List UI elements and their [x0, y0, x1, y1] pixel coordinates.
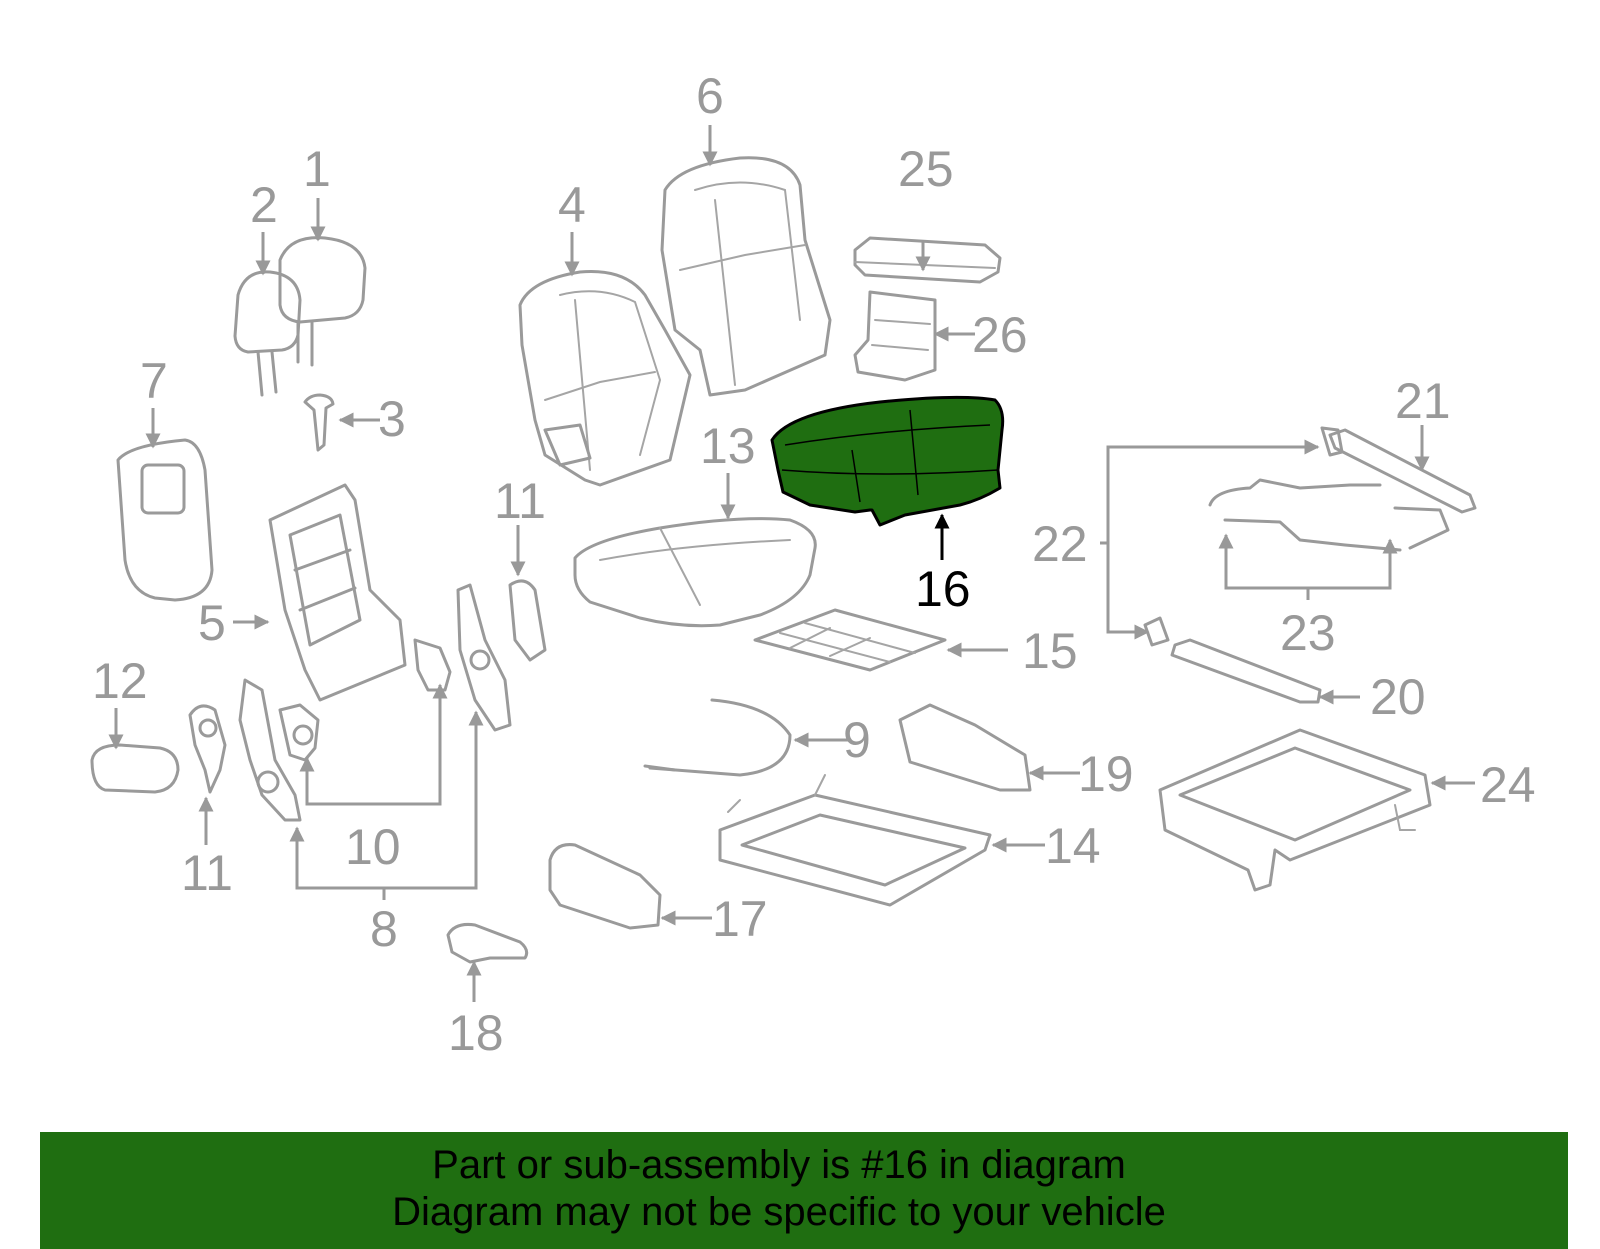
part-4-seatback: [518, 269, 692, 487]
part-8-recliner-right: [456, 583, 512, 732]
part-11-recliner-right: [508, 579, 547, 662]
part-5-frame: [268, 483, 407, 702]
callout-12: 12: [92, 653, 148, 709]
callout-23: 23: [1280, 605, 1336, 661]
callout-7: 7: [140, 353, 168, 409]
part-18-handle: [446, 923, 529, 964]
callout-21: 21: [1395, 373, 1451, 429]
callout-25: 25: [898, 141, 954, 197]
callout-20: 20: [1370, 669, 1426, 725]
part-12-cover: [90, 743, 180, 794]
part-13-cushion: [573, 517, 817, 628]
part-11-recliner-left: [188, 704, 227, 794]
callout-13: 13: [700, 418, 756, 474]
part-21-track: [1320, 426, 1477, 514]
part-8-recliner-left: [238, 678, 302, 822]
callout-1: 1: [303, 141, 331, 197]
callout-3: 3: [378, 391, 406, 447]
callout-24: 24: [1480, 757, 1536, 813]
part-10-bracket: [278, 638, 452, 762]
callout-15: 15: [1022, 623, 1078, 679]
callout-10: 10: [345, 819, 401, 875]
part-19-trim: [898, 703, 1032, 792]
callout-11-left: 11: [181, 845, 233, 901]
part-14-frame: [718, 774, 992, 907]
callout-5: 5: [198, 595, 226, 651]
callout-22: 22: [1032, 516, 1088, 572]
part-16-cushion-cover: [770, 395, 1005, 527]
callout-4: 4: [558, 177, 586, 233]
part-20-track: [1143, 616, 1322, 704]
callout-18: 18: [448, 1005, 504, 1061]
callout-16: 16: [915, 561, 971, 617]
callout-numbers: 1 2 3 4 5 6 7 8 9 10 11 11 12 13 14 15 1…: [92, 68, 1536, 1061]
callout-9: 9: [843, 712, 871, 768]
part-24-riser: [1158, 728, 1432, 892]
callout-14: 14: [1045, 818, 1101, 874]
callout-8: 8: [370, 901, 398, 957]
info-banner: Part or sub-assembly is #16 in diagram D…: [40, 1132, 1568, 1249]
banner-part-info: Part or sub-assembly is #16 in diagram: [432, 1143, 1126, 1187]
part-2-headrest: [233, 270, 302, 397]
banner-disclaimer: Diagram may not be specific to your vehi…: [392, 1190, 1166, 1234]
leader-lines: [108, 125, 1475, 1002]
callout-2: 2: [250, 177, 278, 233]
part-7-panel: [116, 438, 214, 602]
callout-6: 6: [696, 68, 724, 124]
part-26-bracket: [853, 290, 937, 382]
part-15-spring-mat: [753, 608, 947, 672]
callout-17: 17: [712, 891, 768, 947]
part-23-wires: [1208, 478, 1450, 552]
callout-11-right: 11: [494, 473, 546, 529]
part-6-seatback: [660, 156, 832, 397]
part-25-tray: [853, 236, 1002, 284]
callout-26: 26: [972, 307, 1028, 363]
part-9-cable: [643, 698, 792, 777]
part-17-shield: [548, 843, 662, 930]
part-3-guide: [303, 393, 335, 452]
callout-19: 19: [1078, 746, 1134, 802]
